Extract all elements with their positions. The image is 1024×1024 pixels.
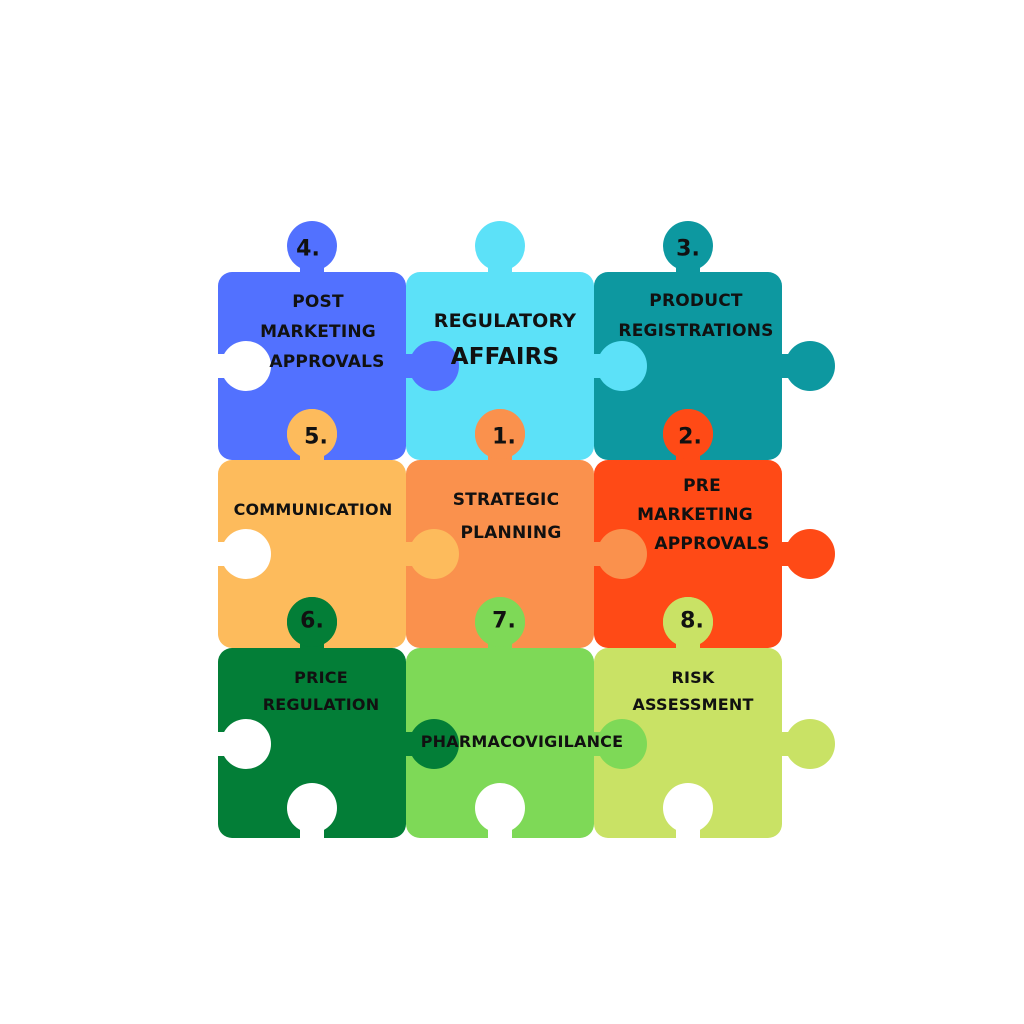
- label-pharmacovigilance: PHARMACOVIGILANCE: [421, 732, 624, 752]
- label-line: REGULATORY: [433, 310, 577, 332]
- piece-number-6: 6.: [300, 608, 324, 634]
- label-line: PRODUCT: [649, 291, 743, 311]
- piece-number-8: 8.: [680, 608, 704, 634]
- piece-product-registrations: [594, 221, 835, 460]
- label-line: REGISTRATIONS: [618, 321, 774, 341]
- label-line: APPROVALS: [269, 352, 385, 372]
- label-line: REGULATION: [262, 695, 380, 714]
- label-line: PRICE: [294, 668, 348, 687]
- label-strategic-planning: STRATEGIC PLANNING: [450, 484, 562, 550]
- label-risk-assessment: RISK ASSESSMENT: [632, 664, 753, 718]
- piece-number-5: 5.: [304, 424, 328, 450]
- label-pre-marketing-approvals: PRE MARKETING APPROVALS: [634, 472, 769, 559]
- label-line: RISK: [671, 668, 715, 687]
- label-line: MARKETING: [637, 505, 753, 525]
- label-line: ASSESSMENT: [632, 695, 754, 714]
- label-price-regulation: PRICE REGULATION: [263, 664, 380, 718]
- label-line: STRATEGIC: [452, 490, 560, 510]
- label-line: PRE: [683, 476, 721, 496]
- piece-number-3: 3.: [676, 236, 700, 262]
- label-line: MARKETING: [260, 322, 376, 342]
- label-line: PLANNING: [460, 523, 562, 543]
- puzzle-pieces: [214, 221, 835, 842]
- piece-number-7: 7.: [492, 608, 516, 634]
- label-line: PHARMACOVIGILANCE: [420, 732, 624, 751]
- label-line: COMMUNICATION: [233, 500, 393, 519]
- piece-number-2: 2.: [678, 424, 702, 450]
- label-post-marketing-approvals: POST MARKETING APPROVALS: [251, 287, 384, 377]
- piece-number-1: 1.: [492, 424, 516, 450]
- label-line: AFFAIRS: [450, 344, 560, 370]
- label-communication: COMMUNICATION: [234, 500, 393, 520]
- piece-regulatory-affairs: [406, 221, 647, 460]
- label-product-registrations: PRODUCT REGISTRATIONS: [618, 286, 773, 346]
- label-regulatory-affairs: REGULATORY AFFAIRS: [434, 303, 576, 375]
- piece-number-4: 4.: [296, 236, 320, 262]
- label-line: POST: [292, 292, 344, 312]
- label-line: APPROVALS: [654, 534, 770, 554]
